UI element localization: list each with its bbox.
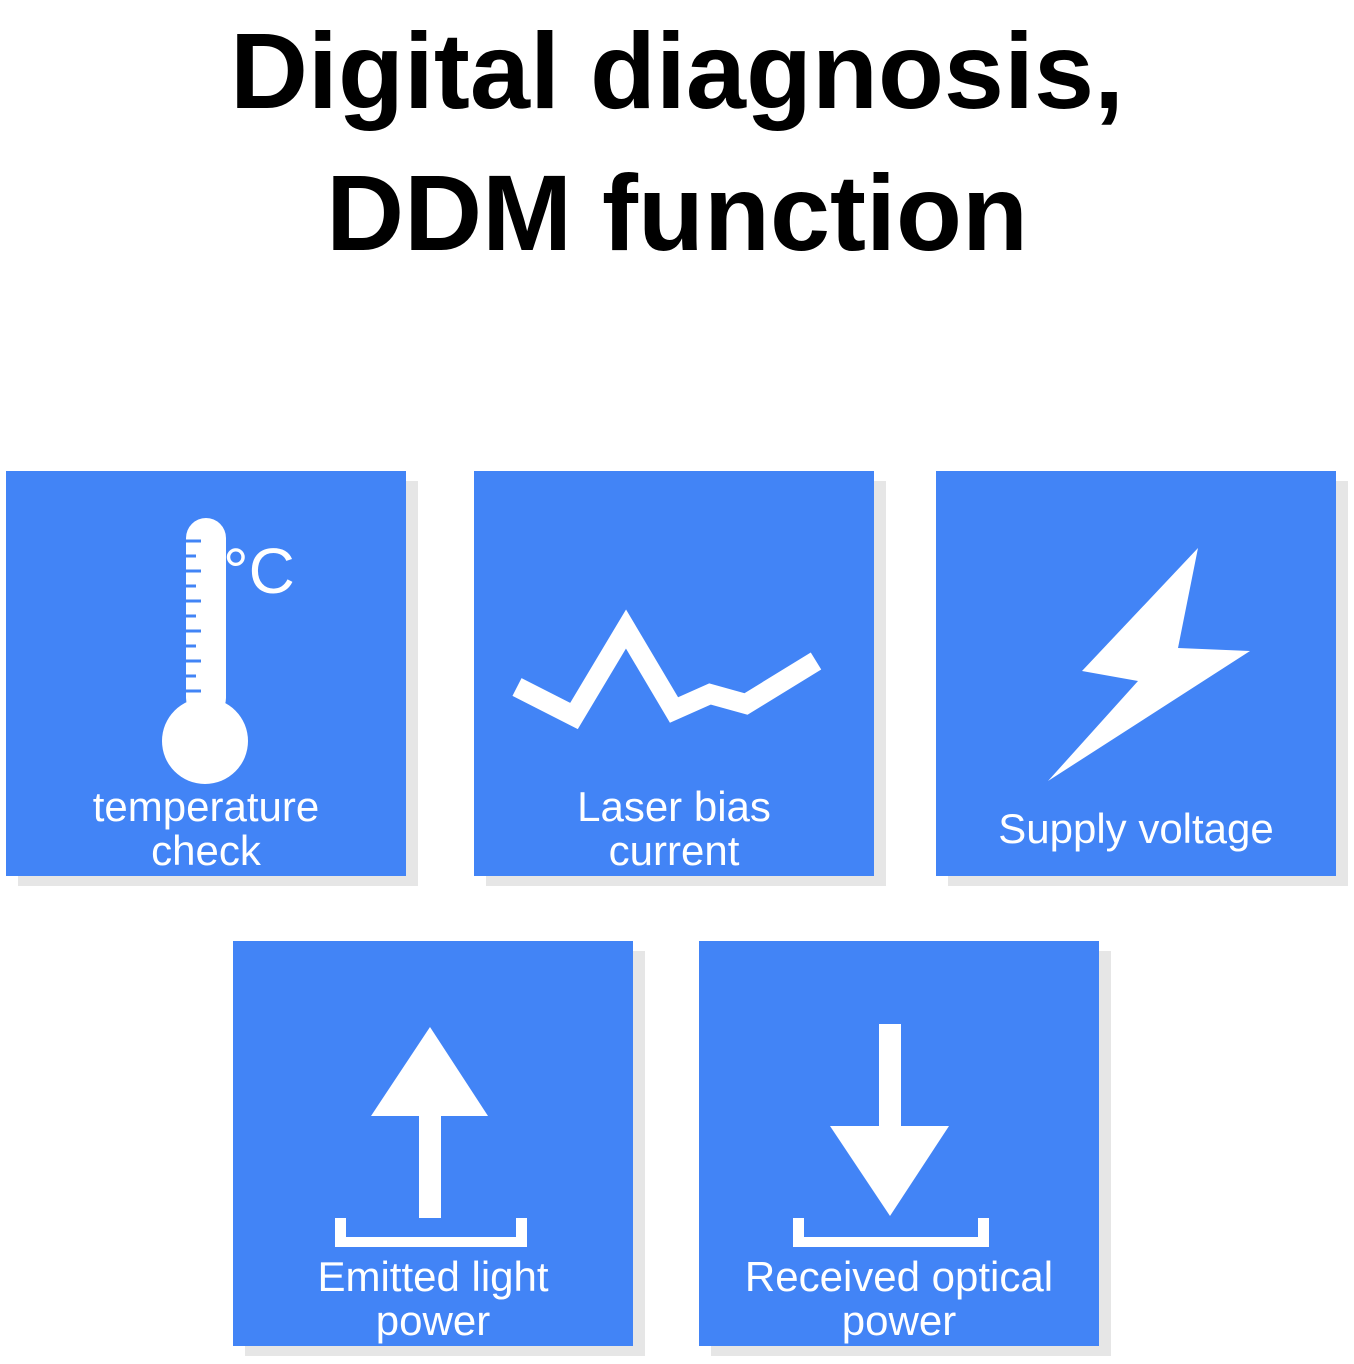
- tile-label: Laser bias current: [577, 783, 771, 874]
- tile-temperature-check: °C temperature check: [6, 471, 406, 876]
- tile-supply-voltage: Supply voltage: [936, 471, 1336, 876]
- tile-received-optical-power: Received optical power: [699, 941, 1099, 1346]
- tile-label: temperature check: [92, 783, 320, 874]
- arrow-up-tray-icon: [335, 1027, 527, 1247]
- arrow-down-tray-icon: [793, 1024, 989, 1247]
- tile-label: Emitted light power: [317, 1253, 549, 1344]
- page-title: Digital diagnosis, DDM function: [0, 0, 1354, 284]
- waveform-icon: [512, 609, 822, 730]
- title-line-1: Digital diagnosis,: [229, 10, 1125, 131]
- tile-label: Supply voltage: [998, 805, 1274, 852]
- tile-emitted-light-power: Emitted light power: [233, 941, 633, 1346]
- tile-laser-bias-current: Laser bias current: [474, 471, 874, 876]
- lightning-bolt-icon: [1048, 548, 1250, 781]
- title-line-2: DDM function: [326, 152, 1028, 273]
- tile-label: Received optical power: [744, 1253, 1054, 1344]
- celsius-unit: °C: [223, 535, 295, 607]
- thermometer-icon: °C: [162, 518, 295, 784]
